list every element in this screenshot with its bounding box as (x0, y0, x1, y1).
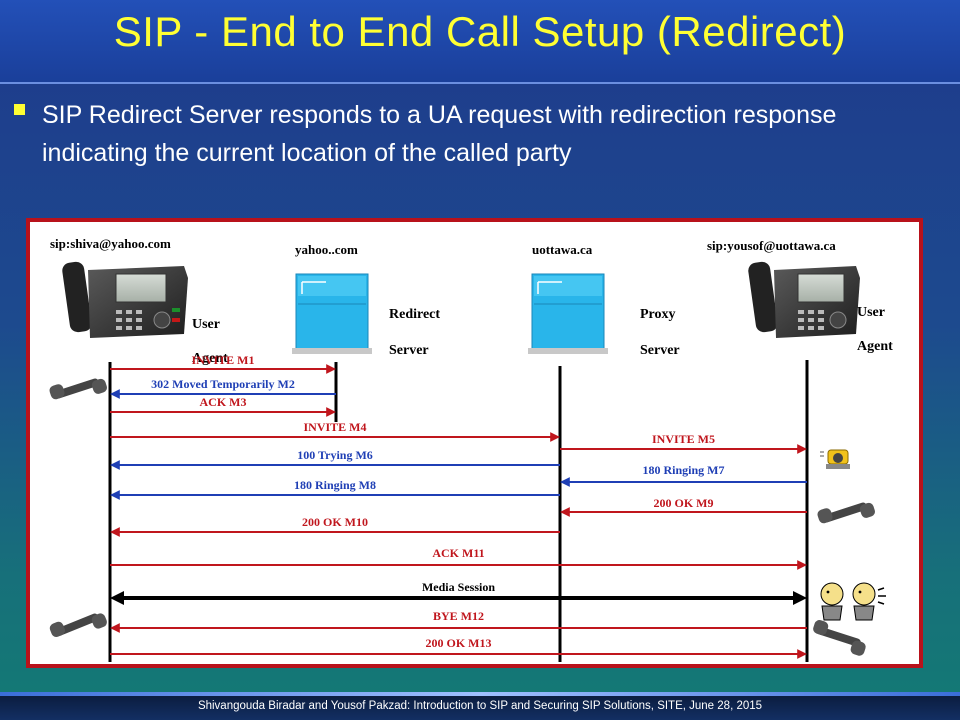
arrowhead-icon (560, 477, 570, 487)
message-label: 200 OK M13 (426, 636, 492, 650)
message-label: 180 Ringing M7 (642, 463, 724, 477)
redirect-role-line1: Redirect (389, 307, 440, 322)
arrowhead-icon (793, 591, 807, 605)
square-bullet-icon (14, 104, 25, 115)
message-label: INVITE M5 (652, 432, 715, 446)
arrowhead-icon (110, 623, 120, 633)
message-label: 302 Moved Temporarily M2 (151, 377, 295, 391)
arrowhead-icon (110, 591, 124, 605)
message-2: 302 Moved Temporarily M2 (110, 377, 336, 399)
arrowhead-icon (797, 649, 807, 659)
message-13: BYE M12 (110, 609, 807, 633)
footer-text: Shivangouda Biradar and Yousof Pakzad: I… (197, 700, 763, 712)
arrowhead-icon (550, 432, 560, 442)
arrowhead-icon (110, 460, 120, 470)
server-icon (528, 273, 608, 354)
ringing-bell-icon (820, 449, 850, 469)
callee-address: sip:yousof@uottawa.ca (707, 238, 836, 253)
caller-role-line1: User (192, 317, 220, 332)
message-label: BYE M12 (433, 609, 484, 623)
handset-icon (817, 502, 875, 524)
arrowhead-icon (797, 560, 807, 570)
phone-icon (748, 261, 860, 338)
message-label: 200 OK M10 (302, 515, 368, 529)
handset-icon (49, 613, 107, 637)
handset-icon (49, 378, 107, 400)
caller-address: sip:shiva@yahoo.com (50, 236, 171, 251)
message-10: 200 OK M10 (110, 515, 560, 537)
arrowhead-icon (326, 407, 336, 417)
message-4: INVITE M4 (110, 420, 560, 442)
redirect-domain: yahoo..com (295, 242, 358, 257)
footer-divider (0, 692, 960, 696)
message-11: ACK M11 (110, 546, 807, 570)
messages-layer: INVITE M1 302 Moved Temporarily M2 ACK M3 I… (110, 353, 807, 659)
message-1: INVITE M1 (110, 353, 336, 374)
message-label: ACK M3 (200, 395, 247, 409)
message-label: 180 Ringing M8 (294, 478, 376, 492)
message-label: 100 Trying M6 (297, 448, 373, 462)
message-3: ACK M3 (110, 395, 336, 417)
message-7: 180 Ringing M7 (560, 463, 807, 487)
arrowhead-icon (110, 389, 120, 399)
message-6: 100 Trying M6 (110, 448, 560, 470)
message-label: INVITE M4 (303, 420, 366, 434)
message-12: Media Session (110, 580, 807, 605)
footer-bar: Shivangouda Biradar and Yousof Pakzad: I… (0, 692, 960, 720)
message-label: 200 OK M9 (654, 496, 714, 510)
arrowhead-icon (797, 444, 807, 454)
server-icon (292, 273, 372, 354)
handset-icon (813, 620, 866, 656)
message-5: INVITE M5 (560, 432, 807, 454)
arrowhead-icon (110, 490, 120, 500)
title-bar (0, 0, 960, 84)
message-label: INVITE M1 (191, 353, 254, 367)
bullet-text: SIP Redirect Server responds to a UA req… (42, 101, 837, 167)
arrowhead-icon (110, 527, 120, 537)
message-14: 200 OK M13 (110, 636, 807, 659)
message-8: 180 Ringing M8 (110, 478, 560, 500)
phone-icon (62, 261, 188, 338)
proxy-domain: uottawa.ca (532, 242, 593, 257)
message-9: 200 OK M9 (560, 496, 807, 517)
proxy-role-line1: Proxy (640, 307, 676, 322)
callee-role-line1: User (857, 305, 885, 320)
people-talking-icon (820, 582, 886, 621)
message-label: Media Session (422, 580, 495, 594)
proxy-role-line2: Server (640, 343, 680, 358)
arrowhead-icon (560, 507, 570, 517)
callee-role-line2: Agent (857, 339, 893, 354)
arrowhead-icon (326, 364, 336, 374)
redirect-role-line2: Server (389, 343, 429, 358)
caller-role-line2: Agent (192, 351, 228, 366)
slide-title: SIP - End to End Call Setup (Redirect) (113, 8, 847, 55)
message-label: ACK M11 (432, 546, 484, 560)
call-flow-svg: sip:shiva@yahoo.com yahoo..com uottawa.c… (49, 236, 893, 662)
call-flow-diagram: sip:shiva@yahoo.com yahoo..com uottawa.c… (26, 218, 923, 668)
